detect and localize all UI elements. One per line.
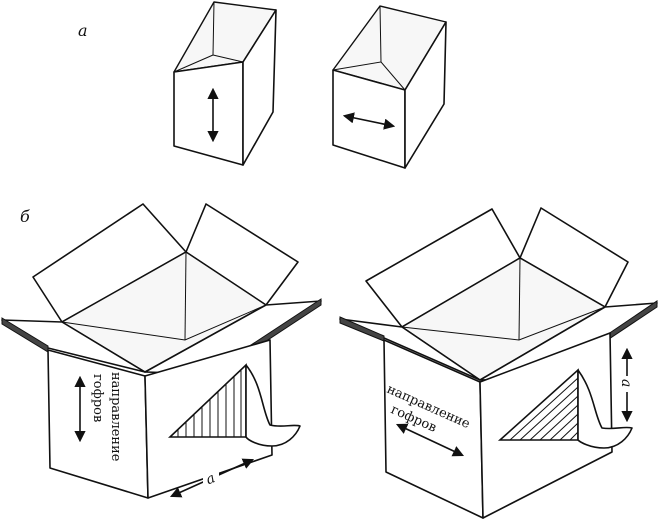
direction-label-left-line1: направление (108, 372, 123, 462)
box-a-horizontal-flutes (332, 5, 447, 169)
corrugation-hatching-left (177, 370, 242, 437)
dimension-label-right: a (618, 379, 634, 387)
direction-label-left-line2: гофров (90, 374, 105, 422)
part-b-label: б (20, 207, 30, 226)
part-a-label: а (78, 21, 88, 40)
box-a-vertical-flutes (173, 1, 277, 166)
box-b-right: направление гофров a (339, 207, 658, 519)
flute-direction-arrow-right (395, 423, 465, 457)
corrugation-hatching-right (509, 377, 579, 441)
flute-direction-arrow-horizontal (342, 112, 396, 130)
box-b-left: направление гофров a (1, 203, 322, 499)
